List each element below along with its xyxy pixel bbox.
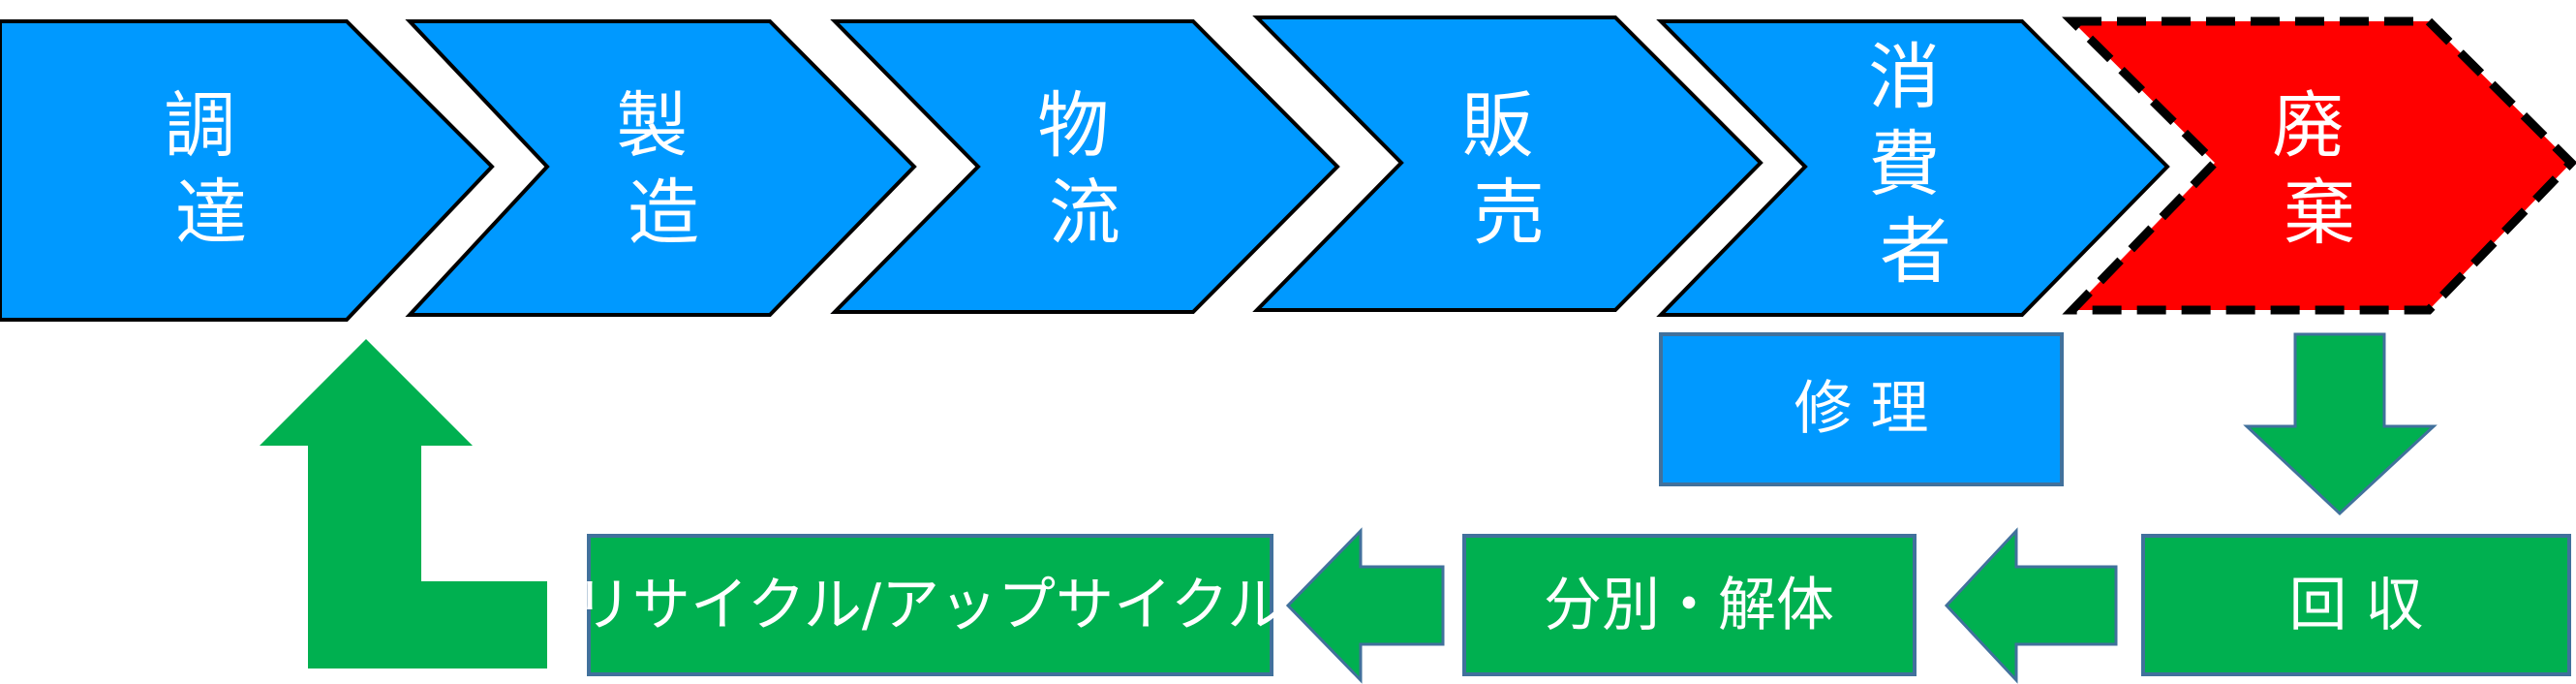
step-logistics: 物 流 — [830, 19, 1340, 314]
recycle-box: リサイクル/アップサイクル — [574, 534, 1285, 676]
step-label: 販 売 — [1461, 84, 1556, 255]
step-disposal: 廃 棄 — [2062, 16, 2576, 315]
left-arrow-1 — [1944, 527, 2118, 684]
step-manufacturing: 製 造 — [405, 19, 917, 317]
collection-label: 回 収 — [2288, 572, 2423, 639]
down-arrow — [2243, 332, 2438, 516]
recycle-label: リサイクル/アップサイクル — [574, 572, 1285, 639]
step-label: 調 達 — [164, 84, 259, 255]
step-label: 製 造 — [616, 84, 711, 255]
chevron-shape — [405, 19, 917, 317]
recycle-rect — [587, 534, 1273, 676]
step-label: 物 流 — [1037, 84, 1132, 255]
step-label: 廃 棄 — [2272, 84, 2367, 255]
step-procurement: 調 達 — [0, 19, 495, 322]
return-arrow — [260, 339, 547, 668]
step-label: 消 費 者 — [1868, 36, 1963, 294]
chevron-shape — [0, 19, 495, 322]
chevron-shape — [830, 19, 1340, 314]
repair-label: 修 理 — [1794, 375, 1928, 443]
sorting-box: 分別・解体 — [1462, 534, 1917, 676]
collection-rect — [2141, 534, 2571, 676]
sorting-rect — [1462, 534, 1917, 676]
chevron-shape — [1252, 16, 1763, 312]
left-arrow-2 — [1285, 527, 1445, 684]
repair-box: 修 理 — [1659, 332, 2064, 486]
collection-box: 回 収 — [2141, 534, 2571, 676]
step-sales: 販 売 — [1252, 16, 1763, 312]
sorting-label: 分別・解体 — [1544, 572, 1834, 639]
step-consumer: 消 費 者 — [1656, 19, 2170, 317]
chevron-shape — [1656, 19, 2170, 317]
chevron-shape-dashed — [2062, 16, 2576, 315]
repair-rect — [1659, 332, 2064, 486]
